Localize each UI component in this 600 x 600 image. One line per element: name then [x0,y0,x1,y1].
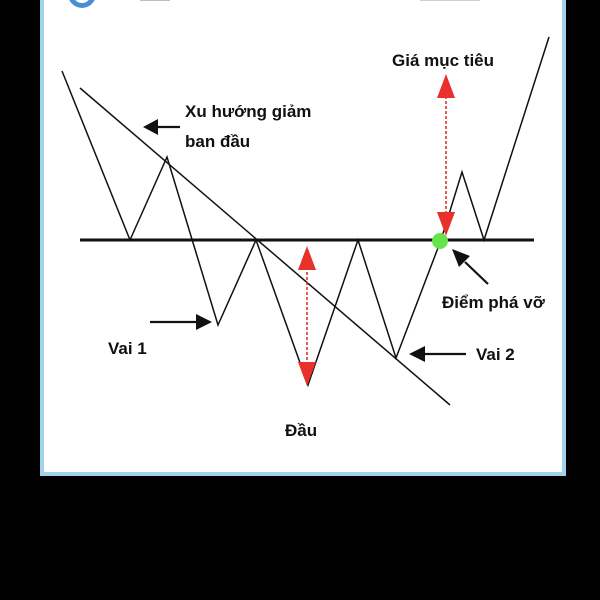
target-arrow-up [437,74,455,98]
circle-badge-icon [69,0,95,8]
label-shoulder-2: Vai 2 [476,345,515,364]
head-measure-arrow-down [298,362,316,386]
price-path [61,36,550,388]
top-partial-bar [69,0,480,8]
label-shoulder-1: Vai 1 [108,339,147,358]
breakout-dot [432,233,448,249]
diagram-panel-inner [44,0,562,472]
label-head: Đầu [285,421,317,440]
target-arrow-down [437,212,455,236]
head-measure-arrow-up [298,246,316,270]
pointer-breakout [452,249,489,285]
label-target-price: Giá mục tiêu [392,51,494,70]
label-initial-downtrend-2: ban đầu [185,132,250,151]
downtrend-line [79,87,451,406]
pointer-shoulder1 [150,314,212,330]
label-initial-downtrend-1: Xu hướng giảm [185,102,311,121]
label-breakout-point: Điểm phá vỡ [442,293,546,312]
pointer-shoulder2 [409,346,466,362]
pointer-downtrend [143,119,180,135]
